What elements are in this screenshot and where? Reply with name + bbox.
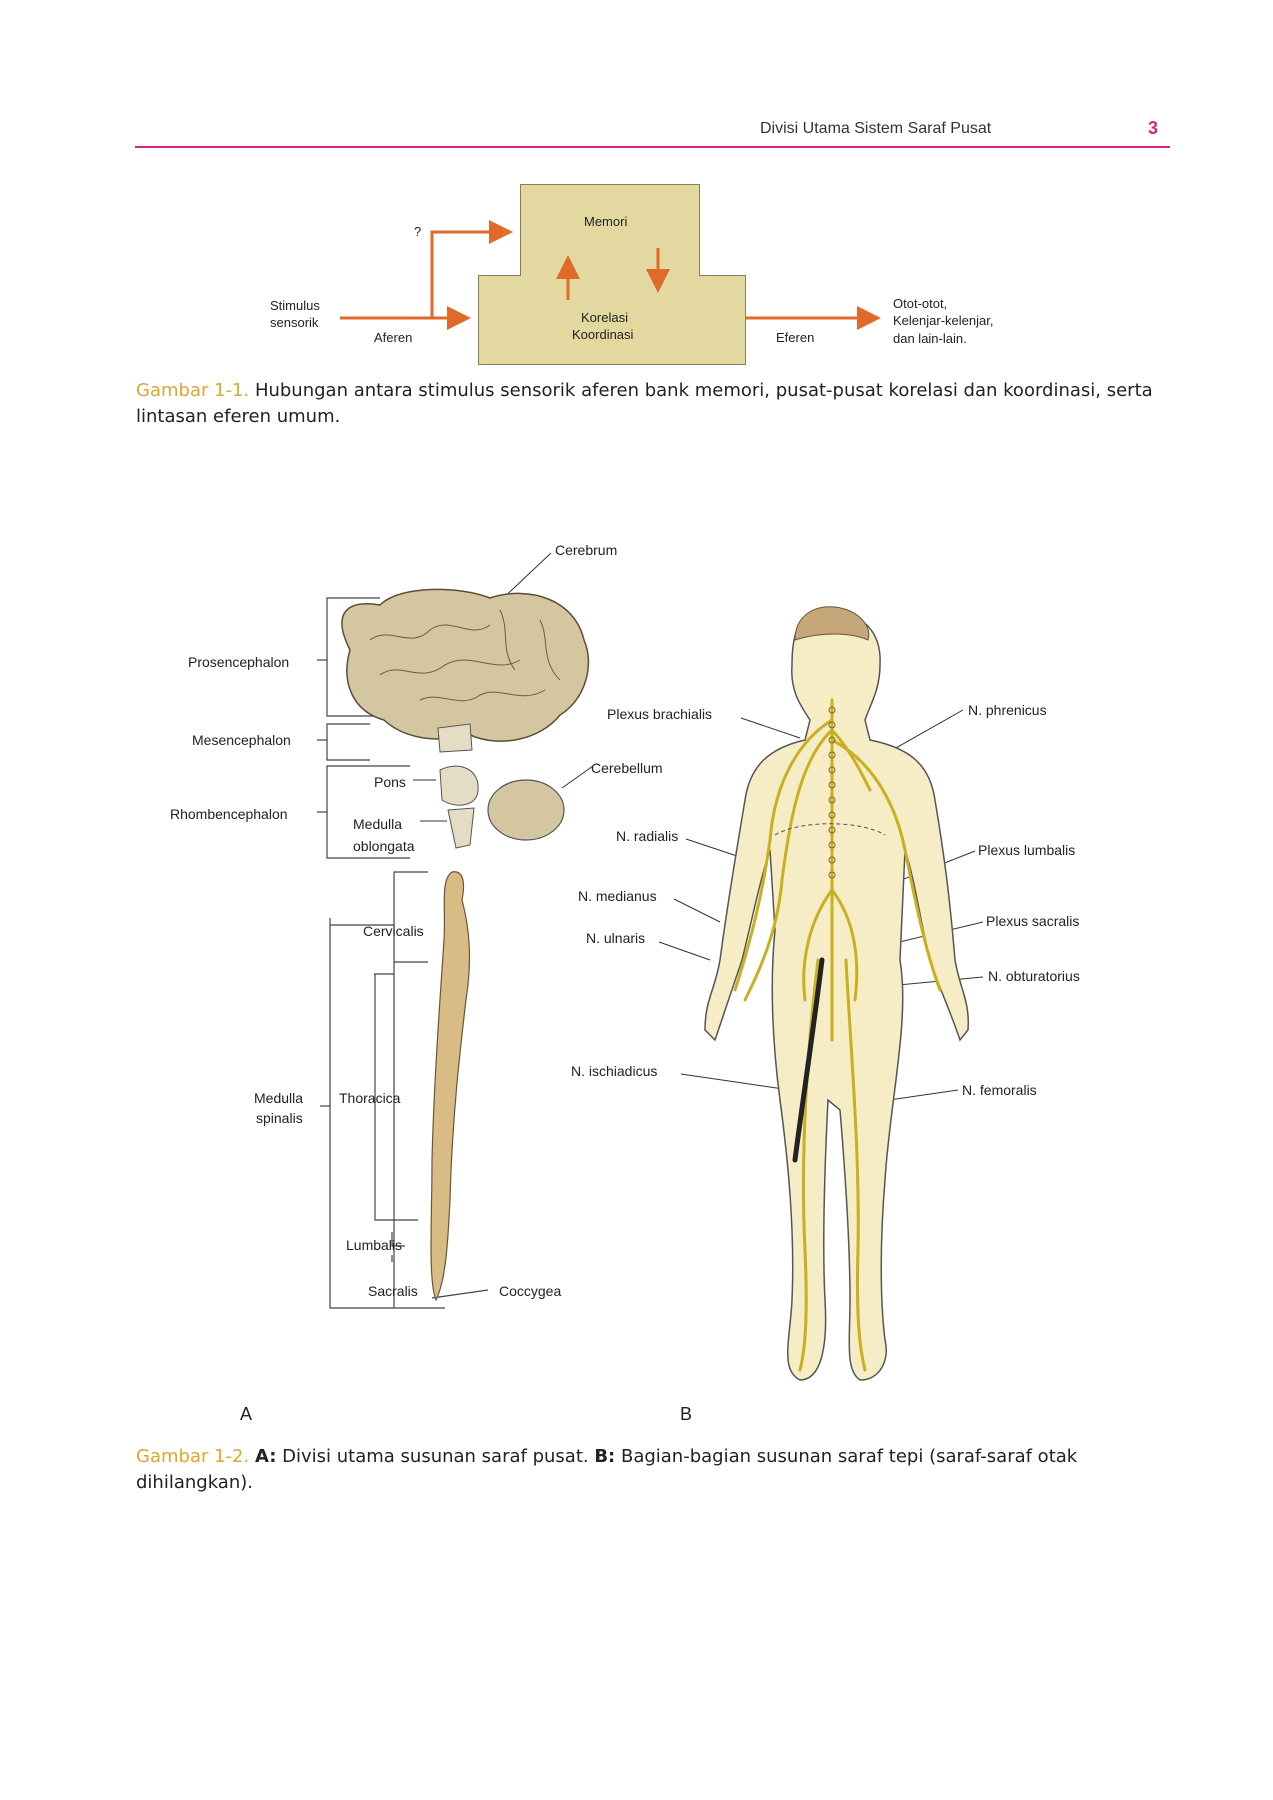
afferent-label: Aferen bbox=[374, 330, 413, 345]
header-rule bbox=[135, 146, 1170, 148]
body-silhouette bbox=[704, 611, 969, 1381]
n-ischiadicus-label: N. ischiadicus bbox=[571, 1063, 658, 1079]
cerebellum-label: Cerebellum bbox=[591, 760, 663, 776]
medulla-spinalis-label-2: spinalis bbox=[256, 1110, 303, 1126]
memory-label: Memori bbox=[584, 214, 628, 229]
prosencephalon-label: Prosencephalon bbox=[188, 654, 290, 670]
correlation-label-1: Korelasi bbox=[581, 310, 628, 325]
medulla-spinalis-label-1: Medulla bbox=[254, 1090, 304, 1106]
medulla-oblongata-label-1: Medulla bbox=[353, 816, 403, 832]
sacralis-label: Sacralis bbox=[368, 1283, 418, 1299]
n-femoralis-label: N. femoralis bbox=[962, 1082, 1037, 1098]
caption-b-key: B: bbox=[594, 1446, 616, 1467]
cerebrum-label: Cerebrum bbox=[555, 542, 618, 558]
plexus-lumbalis-label: Plexus lumbalis bbox=[978, 842, 1076, 858]
cervicalis-label: Cervicalis bbox=[363, 923, 424, 939]
stimulus-label-2: sensorik bbox=[270, 315, 319, 330]
caption-text: Hubungan antara stimulus sensorik aferen… bbox=[136, 380, 1153, 427]
n-radialis-label: N. radialis bbox=[616, 828, 679, 844]
output-label-3: dan lain-lain. bbox=[893, 331, 967, 346]
caption-b-text: Bagian-bagian susunan saraf tepi (saraf-… bbox=[136, 1446, 1078, 1493]
running-header-title: Divisi Utama Sistem Saraf Pusat bbox=[760, 120, 992, 137]
figure-1-2-caption: Gambar 1-2. A: Divisi utama susunan sara… bbox=[136, 1444, 1096, 1496]
output-label-1: Otot-otot, bbox=[893, 296, 948, 311]
question-arrow bbox=[430, 220, 513, 318]
pons-label: Pons bbox=[374, 774, 406, 790]
medulla-oblongata-illustration bbox=[447, 807, 475, 849]
n-phrenicus-label: N. phrenicus bbox=[968, 702, 1047, 718]
question-mark: ? bbox=[414, 224, 422, 239]
sciatic-nerve bbox=[792, 957, 825, 1163]
panel-b-letter: B bbox=[680, 1404, 693, 1424]
n-obturatorius-label: N. obturatorius bbox=[988, 968, 1080, 984]
mesencephalon-illustration bbox=[437, 723, 473, 753]
correlation-box bbox=[478, 275, 746, 365]
figure-1-1-caption: Gambar 1-1. Hubungan antara stimulus sen… bbox=[136, 378, 1156, 430]
caption-a-key: A: bbox=[254, 1446, 277, 1467]
correlation-label-2: Koordinasi bbox=[572, 327, 634, 342]
hair bbox=[794, 606, 870, 641]
caption-key: Gambar 1-1. bbox=[136, 380, 250, 401]
stimulus-label-1: Stimulus bbox=[270, 298, 320, 313]
plexus-brachialis-label: Plexus brachialis bbox=[607, 706, 713, 722]
efferent-label: Eferen bbox=[776, 330, 815, 345]
medulla-oblongata-label-2: oblongata bbox=[353, 838, 415, 854]
n-ulnaris-label: N. ulnaris bbox=[586, 930, 646, 946]
lumbalis-label: Lumbalis bbox=[346, 1237, 403, 1253]
cerebellum-illustration bbox=[487, 779, 565, 841]
coccygea-label: Coccygea bbox=[499, 1283, 562, 1299]
pons-illustration bbox=[439, 765, 479, 806]
rhombencephalon-label: Rhombencephalon bbox=[170, 806, 288, 822]
figure-1-1: Memori Korelasi Koordinasi ? Stimulus se… bbox=[0, 0, 1273, 370]
caption-key: Gambar 1-2. bbox=[136, 1446, 250, 1467]
caption-a-text: Divisi utama susunan saraf pusat. bbox=[276, 1446, 595, 1467]
spinal-cord-illustration bbox=[430, 871, 471, 1302]
n-medianus-label: N. medianus bbox=[578, 888, 657, 904]
page-number: 3 bbox=[1148, 118, 1159, 138]
plexus-sacralis-label: Plexus sacralis bbox=[986, 913, 1080, 929]
output-label-2: Kelenjar-kelenjar, bbox=[893, 313, 994, 328]
figure-1-1-arrows bbox=[340, 220, 881, 330]
cerebrum-illustration bbox=[341, 588, 590, 742]
memory-box-top bbox=[520, 184, 700, 276]
mesencephalon-label: Mesencephalon bbox=[192, 732, 291, 748]
thoracica-label: Thoracica bbox=[339, 1090, 401, 1106]
panel-a-letter: A bbox=[240, 1404, 253, 1424]
